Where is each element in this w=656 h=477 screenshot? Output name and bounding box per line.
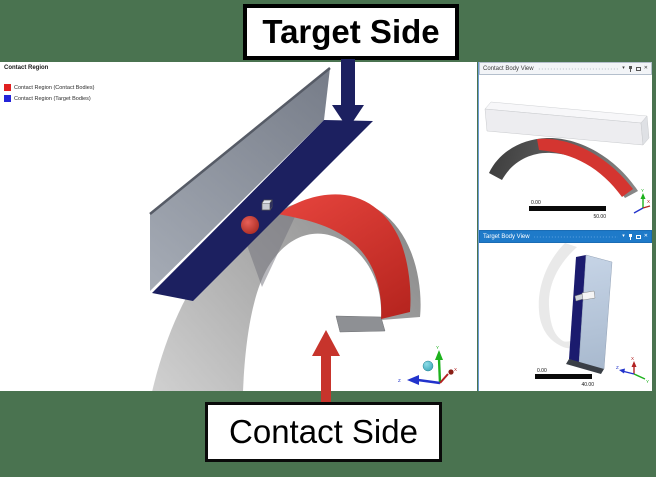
target-body-view-header[interactable]: Target Body View ▾ ✕ [479,230,652,243]
contact-side-label-box: Contact Side [205,402,442,462]
svg-text:X: X [647,199,650,204]
p1-scale-bar: 0.00 50.00 [529,200,606,220]
p2-triad: X Y Z [616,356,649,384]
svg-text:50.00: 50.00 [593,214,606,220]
svg-text:Y: Y [641,188,644,193]
triad-z-label: Z [398,378,401,383]
contact-side-label: Contact Side [229,413,418,450]
p2-probe-annotation [574,290,596,302]
legend: Contact Region Contact Region (Contact B… [4,65,94,102]
p1-arc-red-face [537,138,633,197]
dropdown-icon[interactable]: ▾ [622,233,625,239]
p2-plank-bottom-face [566,359,604,374]
annotation-cube-icon [261,199,273,211]
p1-arc-body [489,137,638,198]
panel-title: Target Body View [483,233,530,240]
dropdown-icon[interactable]: ▾ [622,65,625,71]
triad-y-label: Y [436,345,439,350]
contact-color-swatch [4,84,11,91]
contact-body-view-header[interactable]: Contact Body View ▾ ✕ [479,62,652,75]
target-color-swatch [4,95,11,102]
drag-gripper[interactable] [533,234,619,239]
legend-item-target: Contact Region (Target Bodies) [4,95,91,102]
main-viewport[interactable]: Y Z X Contact Region Contact Region (Con… [0,62,477,391]
main-3d-scene[interactable]: Y Z X [0,62,477,391]
isometric-ball-icon [422,360,434,372]
contact-face-red [278,194,411,319]
legend-title: Contact Region [4,65,49,71]
maximize-icon[interactable] [635,66,641,71]
close-icon[interactable]: ✕ [643,65,648,71]
p1-triad: Y X [633,188,651,214]
p2-plank-navy-face [569,255,586,363]
contact-arc-body [152,196,421,391]
target-beam-face [150,68,330,291]
contact-arc-endcap [335,315,386,333]
svg-text:X: X [631,356,634,361]
p2-faded-arc [538,243,577,349]
target-body-view[interactable]: 0.00 40.00 X Y Z [479,243,652,391]
p2-scale-bar: 0.00 40.00 [535,368,594,388]
contact-sphere [241,216,259,234]
legend-item-contact: Contact Region (Contact Bodies) [4,84,94,91]
target-face-navy [152,120,373,301]
target-side-label: Target Side [262,13,440,50]
panel-title: Contact Body View [483,65,534,72]
close-icon[interactable]: ✕ [643,233,648,239]
contact-body-view[interactable]: 0.00 50.00 Y X [479,75,652,230]
drag-gripper[interactable] [537,66,619,71]
target-beam-top-edge [149,67,331,215]
maximize-icon[interactable] [635,234,641,239]
main-triad: Y Z X [398,345,457,385]
svg-text:0.00: 0.00 [531,200,541,206]
svg-text:0.00: 0.00 [537,368,547,374]
pin-icon[interactable] [628,65,633,72]
pin-icon[interactable] [628,233,633,240]
svg-text:Y: Y [646,379,649,384]
p1-beam-end [640,115,650,146]
triad-x-label: X [454,367,457,372]
svg-text:Z: Z [616,365,619,370]
target-side-label-box: Target Side [243,4,459,60]
svg-text:40.00: 40.00 [581,382,594,388]
docked-panel-column: Contact Body View ▾ ✕ [478,62,652,391]
